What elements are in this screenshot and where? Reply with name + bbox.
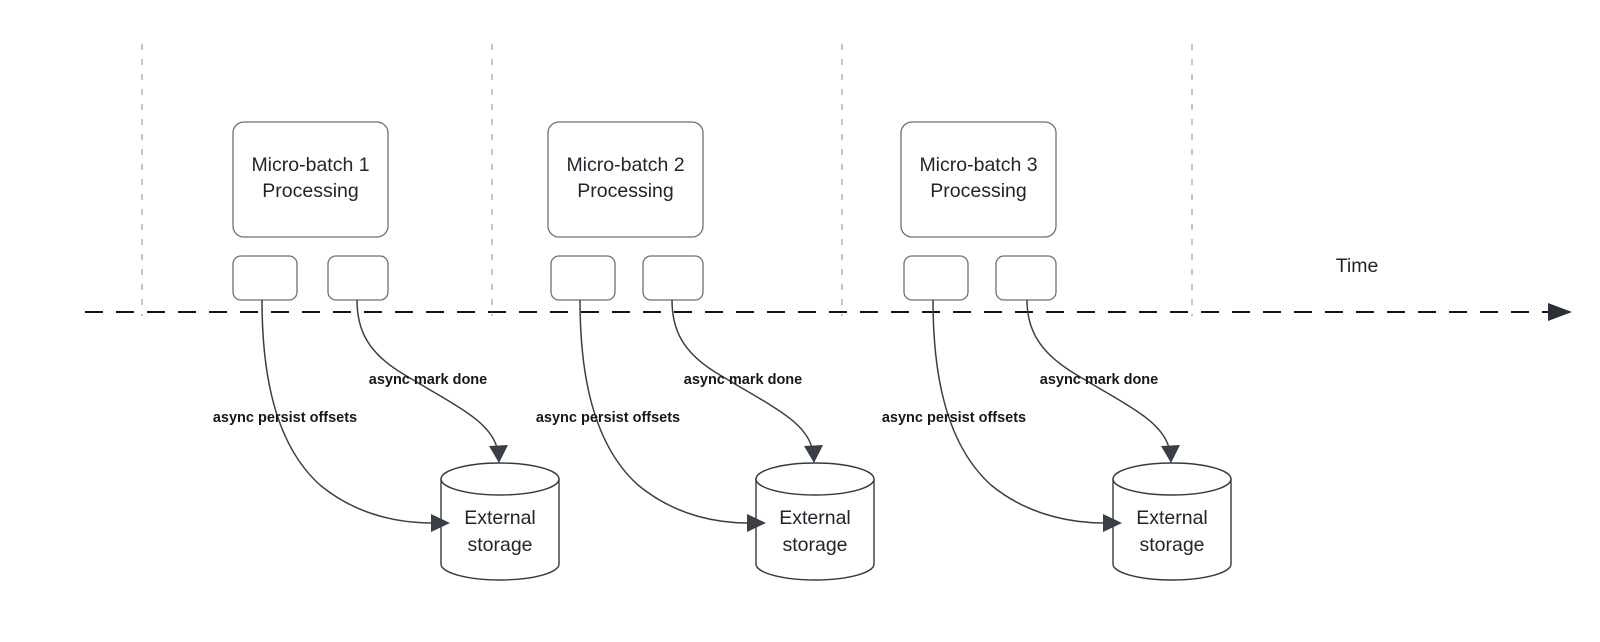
micro-batch-group-2: Micro-batch 2 Processing External storag… [536, 121, 875, 581]
group-3-external-storage-label-line2: storage [1139, 534, 1204, 556]
group-2-async-persist-offsets-edge [579, 299, 749, 524]
group-2-async-mark-done-arrow-icon [804, 445, 823, 463]
group-2-async-persist-offsets-label: async persist offsets [536, 410, 680, 426]
micro-batch-group-1: Micro-batch 1 Processing External storag… [213, 121, 560, 581]
group-2-persist-offsets-task-box[interactable] [550, 255, 616, 301]
group-2-async-persist-offsets-arrow-icon [747, 514, 766, 532]
group-1-external-storage-label-line2: storage [467, 534, 532, 556]
group-2-external-storage-label-line2: storage [782, 534, 847, 556]
time-axis: Time [85, 255, 1572, 321]
group-1-async-mark-done-edge [356, 299, 498, 449]
micro-batch-2-box[interactable] [547, 121, 704, 238]
micro-batch-3-label-line1: Micro-batch 3 [919, 154, 1037, 176]
micro-batch-3-box[interactable] [900, 121, 1057, 238]
group-1-async-persist-offsets-label: async persist offsets [213, 410, 357, 426]
group-1-async-mark-done-label: async mark done [369, 372, 487, 388]
group-3-mark-done-task-box[interactable] [995, 255, 1057, 301]
micro-batch-1-label-line1: Micro-batch 1 [251, 154, 369, 176]
group-1-external-storage-label-line1: External [464, 507, 536, 529]
group-3-external-storage-cylinder[interactable]: External storage [1112, 462, 1232, 581]
group-1-async-mark-done-arrow-icon [489, 445, 508, 463]
group-3-external-storage-label-line1: External [1136, 507, 1208, 529]
group-3-async-mark-done-label: async mark done [1040, 372, 1158, 388]
group-3-async-mark-done-edge [1026, 299, 1170, 449]
micro-batch-3-label-line2: Processing [930, 180, 1026, 202]
batch-boundary-lines [141, 44, 1193, 316]
micro-batch-1-box[interactable] [232, 121, 389, 238]
group-1-mark-done-task-box[interactable] [327, 255, 389, 301]
group-2-mark-done-task-box[interactable] [642, 255, 704, 301]
group-2-async-mark-done-label: async mark done [684, 372, 802, 388]
group-3-async-persist-offsets-label: async persist offsets [882, 410, 1026, 426]
group-3-persist-offsets-task-box[interactable] [903, 255, 969, 301]
micro-batch-1-label-line2: Processing [262, 180, 358, 202]
time-axis-label: Time [1336, 255, 1379, 277]
group-1-persist-offsets-task-box[interactable] [232, 255, 298, 301]
micro-batch-2-label-line2: Processing [577, 180, 673, 202]
group-3-async-mark-done-arrow-icon [1161, 445, 1180, 463]
group-2-async-mark-done-edge [671, 299, 813, 449]
group-3-async-persist-offsets-arrow-icon [1103, 514, 1122, 532]
group-3-async-persist-offsets-edge [932, 299, 1105, 524]
group-1-async-persist-offsets-edge [261, 299, 433, 524]
group-2-external-storage-label-line1: External [779, 507, 851, 529]
micro-batch-group-3: Micro-batch 3 Processing External storag… [882, 121, 1232, 581]
group-1-async-persist-offsets-arrow-icon [431, 514, 450, 532]
group-2-external-storage-cylinder[interactable]: External storage [755, 462, 875, 581]
time-axis-arrow-icon [1548, 303, 1572, 321]
group-1-external-storage-cylinder[interactable]: External storage [440, 462, 560, 581]
micro-batch-2-label-line1: Micro-batch 2 [566, 154, 684, 176]
